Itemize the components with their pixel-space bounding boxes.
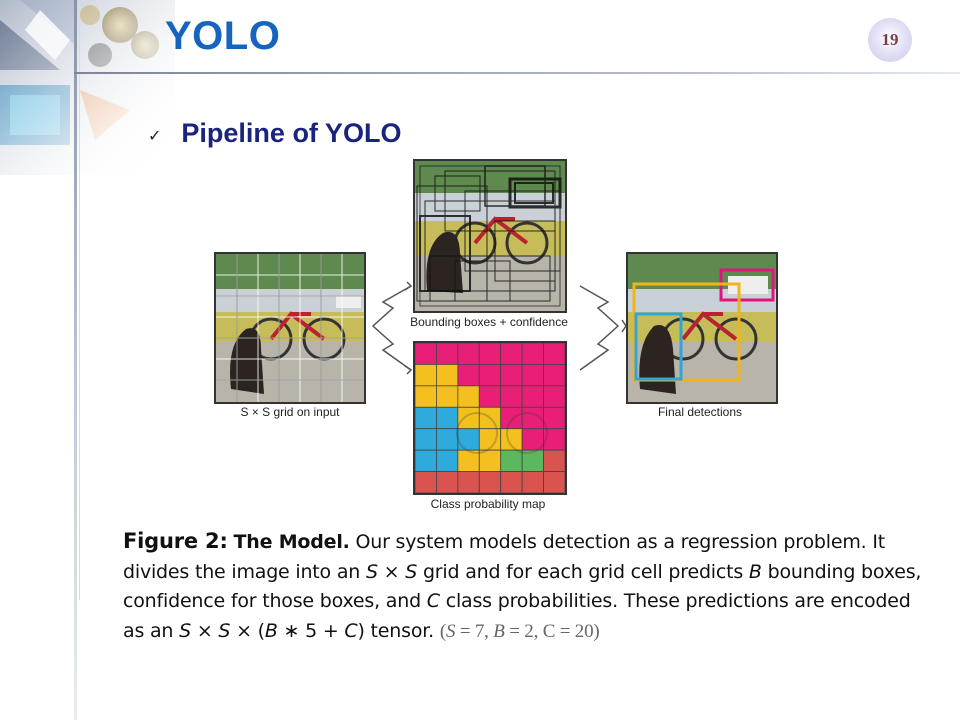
caption-var: S	[179, 619, 191, 642]
class-map-cell	[436, 364, 459, 387]
caption-var: B	[748, 560, 762, 583]
class-map-cell	[478, 364, 502, 387]
class-map-cell	[415, 364, 437, 387]
class-map-cell	[478, 449, 502, 472]
class-map-cell	[543, 343, 565, 365]
caption-text: ∗ 5 +	[277, 619, 345, 642]
class-map-cell	[436, 428, 459, 451]
caption-var: B	[264, 619, 278, 642]
params-open: (	[439, 620, 446, 642]
merge-arrow-icon	[579, 285, 627, 371]
caption-text: ×	[377, 560, 406, 583]
figure-caption: Figure 2: The Model. Our system models d…	[123, 527, 923, 646]
caption-var: C	[426, 590, 440, 612]
bounding-boxes-panel	[413, 159, 567, 313]
class-map-cell	[500, 406, 523, 430]
class-map-cell	[500, 364, 523, 387]
class-map-cell	[478, 471, 502, 493]
title-underline	[74, 72, 960, 74]
class-map-cell	[543, 449, 565, 472]
corner-decoration	[0, 0, 175, 175]
page-number-badge: 19	[868, 18, 912, 62]
param-s: S	[445, 620, 456, 642]
checkmark-icon: ✓	[148, 127, 162, 145]
input-grid-image	[216, 254, 364, 402]
param-s-value: = 7,	[455, 620, 494, 642]
class-map-cell	[436, 343, 459, 365]
class-map-cell	[478, 343, 502, 365]
yolo-pipeline-figure: S × S grid on input	[208, 158, 788, 518]
parameter-values: (S = 7, B = 2, C = 20)	[440, 621, 600, 642]
class-probability-map	[415, 343, 565, 493]
class-map-cell	[543, 471, 565, 493]
bullet-item: ✓ Pipeline of YOLO	[148, 118, 401, 149]
class-map-cell	[521, 385, 544, 408]
caption-text: × (	[230, 619, 265, 642]
class-map-cell	[436, 449, 459, 472]
class-map-cell	[500, 449, 523, 472]
split-arrow-icon	[371, 281, 413, 375]
class-map-overlay	[456, 412, 548, 454]
bullet-text: Pipeline of YOLO	[181, 118, 402, 148]
class-map-cell	[457, 385, 480, 408]
class-probability-panel	[413, 341, 567, 495]
caption-var: S	[218, 619, 231, 642]
class-map-cell	[415, 406, 437, 430]
caption-text: ×	[190, 619, 219, 642]
class-map-cell	[500, 471, 523, 493]
class-map-cell	[436, 471, 459, 493]
caption-text: Our system models detection as a regress…	[123, 531, 885, 583]
vertical-rule-thin	[79, 0, 80, 600]
class-map-cell	[457, 406, 480, 430]
page-number: 19	[881, 30, 899, 49]
input-grid-panel	[214, 252, 366, 404]
class-map-cell	[543, 385, 565, 408]
param-b: B	[493, 620, 505, 642]
caption-text: class probabilities. These predictions a…	[123, 590, 911, 642]
class-map-cell	[521, 343, 544, 365]
class-map-cell	[415, 449, 437, 472]
figure-label: Figure 2:	[123, 529, 228, 553]
class-map-cell	[415, 428, 437, 451]
class-map-cell	[436, 385, 459, 408]
class-map-cell	[500, 385, 523, 408]
vertical-rule	[74, 0, 77, 720]
caption-text: bounding boxes, confidence for those box…	[123, 560, 922, 613]
class-map-cell	[457, 471, 480, 493]
final-detections-panel	[626, 252, 778, 404]
class-map-cell	[543, 406, 565, 430]
bounding-boxes-caption: Bounding boxes + confidence	[410, 315, 568, 329]
final-detections-image	[628, 254, 776, 402]
class-map-cell	[478, 385, 502, 408]
class-probability-caption: Class probability map	[430, 497, 546, 511]
class-map-cell	[521, 364, 544, 387]
class-map-cell	[436, 406, 459, 430]
class-map-cell	[457, 428, 480, 451]
caption-text: ) tensor.	[357, 619, 440, 642]
input-grid-caption: S × S grid on input	[240, 405, 340, 419]
model-label: The Model.	[233, 531, 350, 553]
class-map-cell	[457, 364, 480, 387]
class-map-cell	[543, 364, 565, 387]
class-map-cell	[415, 385, 437, 408]
class-map-cell	[457, 343, 480, 365]
final-detections-caption: Final detections	[657, 405, 743, 419]
slide-title: YOLO	[165, 14, 281, 58]
class-map-cell	[521, 471, 544, 493]
param-b-value: = 2, C = 20)	[504, 620, 600, 642]
caption-var: C	[344, 619, 358, 642]
class-map-cell	[500, 343, 523, 365]
class-map-cell	[415, 343, 437, 365]
caption-var: S	[365, 560, 378, 583]
caption-var: S	[405, 560, 418, 583]
bounding-boxes-image	[415, 161, 565, 311]
caption-text: grid and for each grid cell predicts	[417, 560, 749, 583]
class-map-cell	[415, 471, 437, 493]
